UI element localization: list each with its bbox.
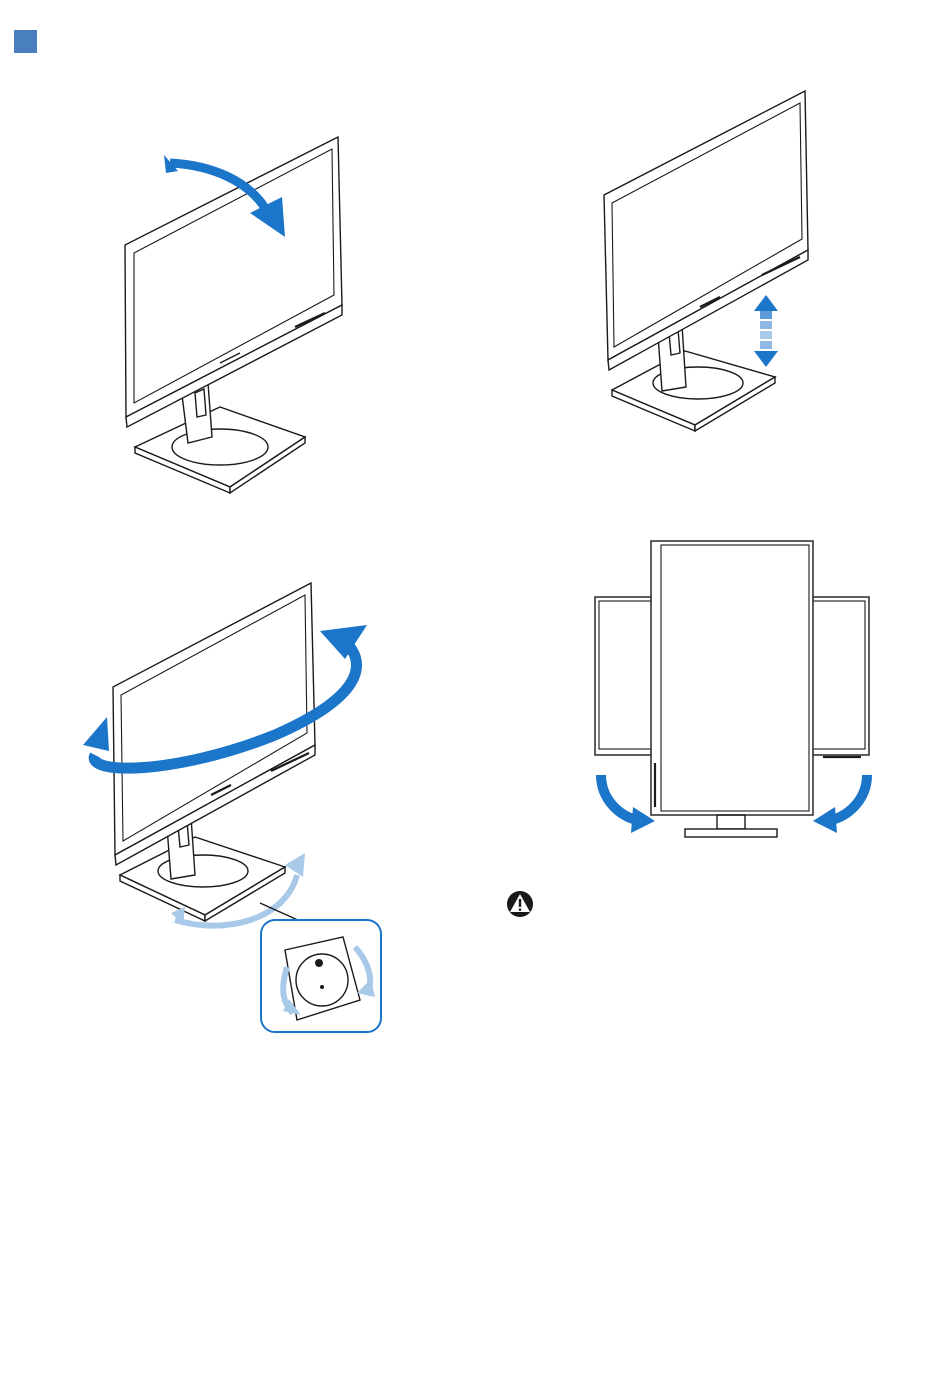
height-adjust-figure [590, 85, 825, 435]
section-marker [14, 30, 37, 53]
height-adjust-arrow-icon [754, 295, 778, 367]
swivel-figure [75, 575, 395, 1040]
warning-icon [503, 889, 537, 919]
pivot-figure [585, 535, 885, 845]
tilt-figure [100, 125, 360, 495]
